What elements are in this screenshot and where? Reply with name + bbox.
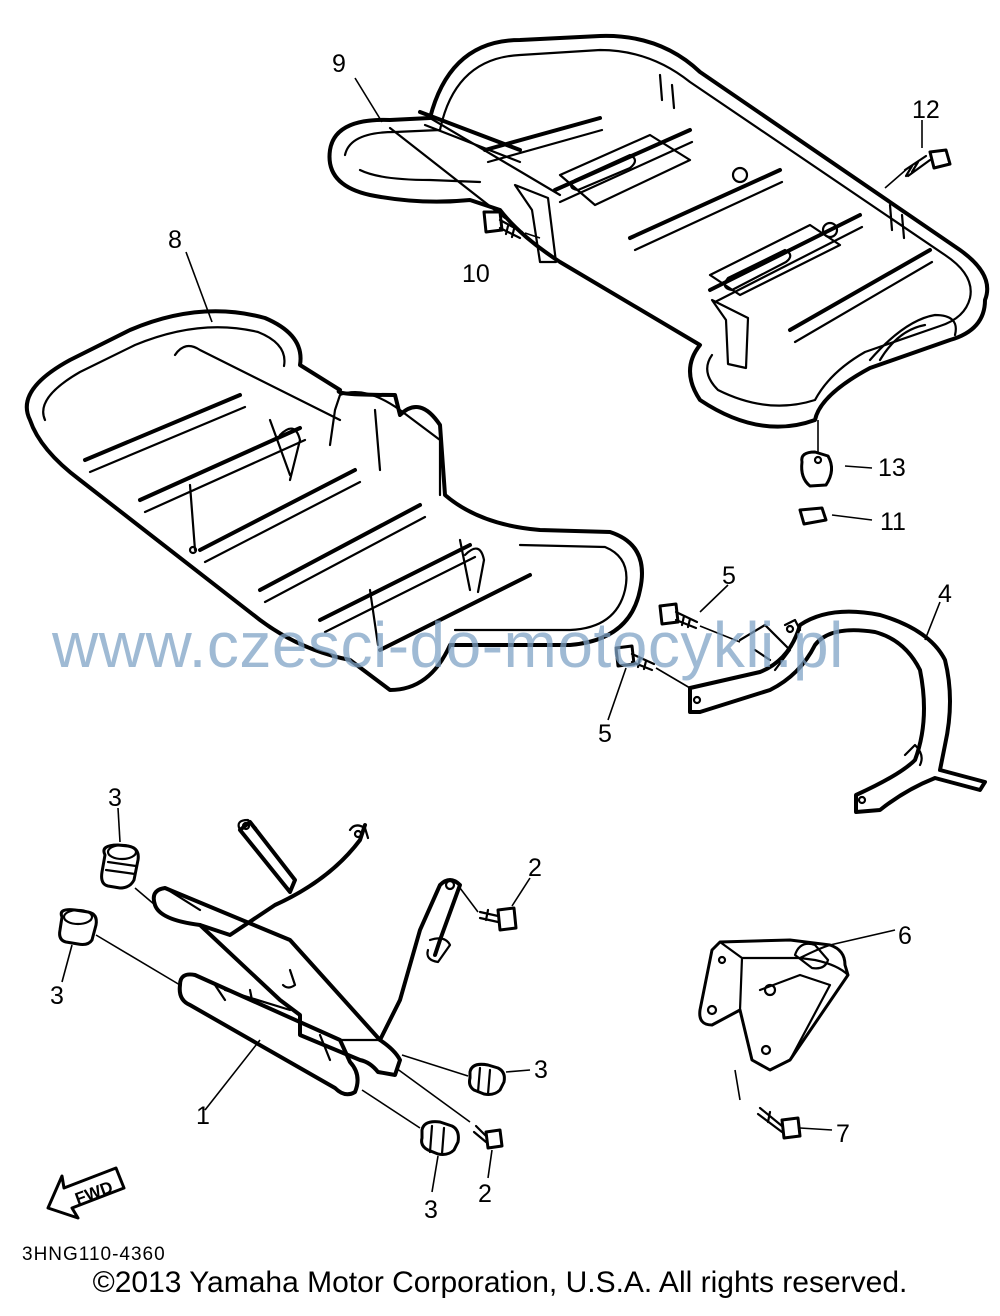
front-guard-frame-1 (151, 818, 462, 1097)
callout-5-upper: 5 (722, 562, 736, 590)
bushing-3-right (401, 1054, 531, 1096)
bushing-3-bottom (361, 1089, 460, 1193)
callout-3-top-left: 3 (108, 784, 122, 812)
callout-11: 11 (880, 508, 906, 536)
mount-bracket-6 (698, 929, 896, 1072)
callout-2-upper: 2 (528, 854, 542, 882)
callout-3-right: 3 (534, 1056, 548, 1084)
callout-3-left: 3 (50, 982, 64, 1010)
copyright-notice: ©2013 Yamaha Motor Corporation, U.S.A. A… (92, 1266, 908, 1299)
bolt-12 (903, 148, 952, 178)
bolt-5-upper (658, 584, 741, 643)
callout-labels: 9 8 12 10 13 11 5 5 4 3 2 6 3 3 1 7 2 3 (50, 50, 952, 1224)
bushing-3-left (58, 908, 181, 986)
callout-6: 6 (898, 922, 912, 950)
fwd-arrow-icon: FWD (46, 1166, 126, 1220)
leader-4 (924, 601, 941, 641)
leader-1 (204, 1039, 261, 1111)
callout-7: 7 (836, 1120, 850, 1148)
callout-3-bottom: 3 (424, 1196, 438, 1224)
callout-12: 12 (912, 96, 940, 124)
drawing-code: 3HNG110-4360 (22, 1244, 166, 1265)
bolt-2-upper (459, 877, 531, 932)
bushing-3-top-left (100, 807, 156, 906)
guard-bracket-4 (688, 609, 987, 814)
callout-5-lower: 5 (598, 720, 612, 748)
bolt-5-lower (607, 644, 691, 721)
callout-2-lower: 2 (478, 1180, 492, 1208)
bolt-2-lower (395, 1067, 504, 1179)
bolt-10 (482, 210, 524, 240)
callout-4: 4 (938, 580, 952, 608)
callout-1: 1 (196, 1102, 210, 1130)
bolt-7 (734, 1069, 833, 1140)
callout-8: 8 (168, 226, 182, 254)
nut-13 (800, 450, 833, 488)
collar-11 (798, 506, 828, 526)
watermark-text: www.czesci-do-motocykli.pl (52, 609, 844, 681)
callout-10: 10 (462, 260, 490, 288)
callout-13: 13 (878, 454, 906, 482)
rear-carrier-rack (327, 33, 990, 429)
front-carrier-rack (24, 309, 644, 692)
callout-9: 9 (332, 50, 346, 78)
leader-lines-upper (185, 77, 923, 521)
